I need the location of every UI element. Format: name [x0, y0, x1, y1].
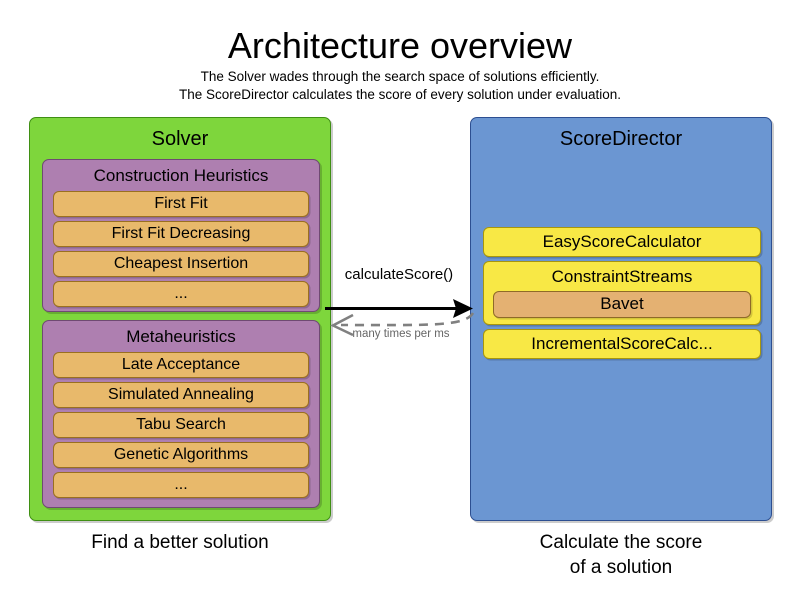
score-director-caption-line-1: Calculate the score	[539, 532, 703, 553]
subtitle-line-1: The Solver wades through the search spac…	[200, 69, 600, 84]
algorithm-item: Late Acceptance	[53, 352, 309, 378]
construction-heuristics-group: Construction Heuristics First Fit First …	[42, 159, 320, 312]
solver-caption: Find a better solution	[91, 532, 269, 553]
algorithm-item-more: ...	[53, 472, 309, 498]
calculator-item-incremental: IncrementalScoreCalc...	[483, 329, 761, 359]
arrow-label-calculate-score: calculateScore()	[344, 266, 454, 283]
arrow-group: calculateScore() many times per ms	[325, 265, 485, 345]
calculator-label: ConstraintStreams	[551, 267, 693, 286]
arrow-label-many-times-per-ms: many times per ms	[352, 328, 450, 340]
score-director-panel-title: ScoreDirector	[559, 128, 683, 150]
construction-heuristics-items: First Fit First Fit Decreasing Cheapest …	[53, 191, 309, 307]
metaheuristics-items: Late Acceptance Simulated Annealing Tabu…	[53, 352, 309, 498]
page-header: Architecture overview The Solver wades t…	[0, 24, 800, 104]
solver-panel: Solver Construction Heuristics First Fit…	[29, 117, 331, 521]
score-calculator-stack: EasyScoreCalculator ConstraintStreams Ba…	[483, 227, 761, 363]
algorithm-item: First Fit Decreasing	[53, 221, 309, 247]
score-director-caption-line-2: of a solution	[569, 557, 673, 578]
page-title: Architecture overview	[227, 25, 573, 66]
response-arrow-icon	[330, 312, 475, 337]
subtitle-line-2: The ScoreDirector calculates the score o…	[179, 87, 621, 102]
algorithm-item: Genetic Algorithms	[53, 442, 309, 468]
calculator-item-easy: EasyScoreCalculator	[483, 227, 761, 257]
arrow-svg	[325, 299, 475, 337]
score-director-caption: Calculate the score of a solution	[470, 530, 772, 580]
score-director-panel: ScoreDirector EasyScoreCalculator Constr…	[470, 117, 772, 521]
algorithm-item: Cheapest Insertion	[53, 251, 309, 277]
algorithm-item: Tabu Search	[53, 412, 309, 438]
request-arrow-icon	[325, 299, 473, 318]
algorithm-item: Simulated Annealing	[53, 382, 309, 408]
solver-panel-title: Solver	[151, 128, 209, 150]
metaheuristics-title: Metaheuristics	[126, 327, 236, 346]
algorithm-item-more: ...	[53, 281, 309, 307]
construction-heuristics-title: Construction Heuristics	[93, 166, 269, 185]
calculator-child-bavet: Bavet	[493, 291, 751, 318]
metaheuristics-group: Metaheuristics Late Acceptance Simulated…	[42, 320, 320, 508]
calculator-item-constraint-streams: ConstraintStreams Bavet	[483, 261, 761, 325]
algorithm-item: First Fit	[53, 191, 309, 217]
